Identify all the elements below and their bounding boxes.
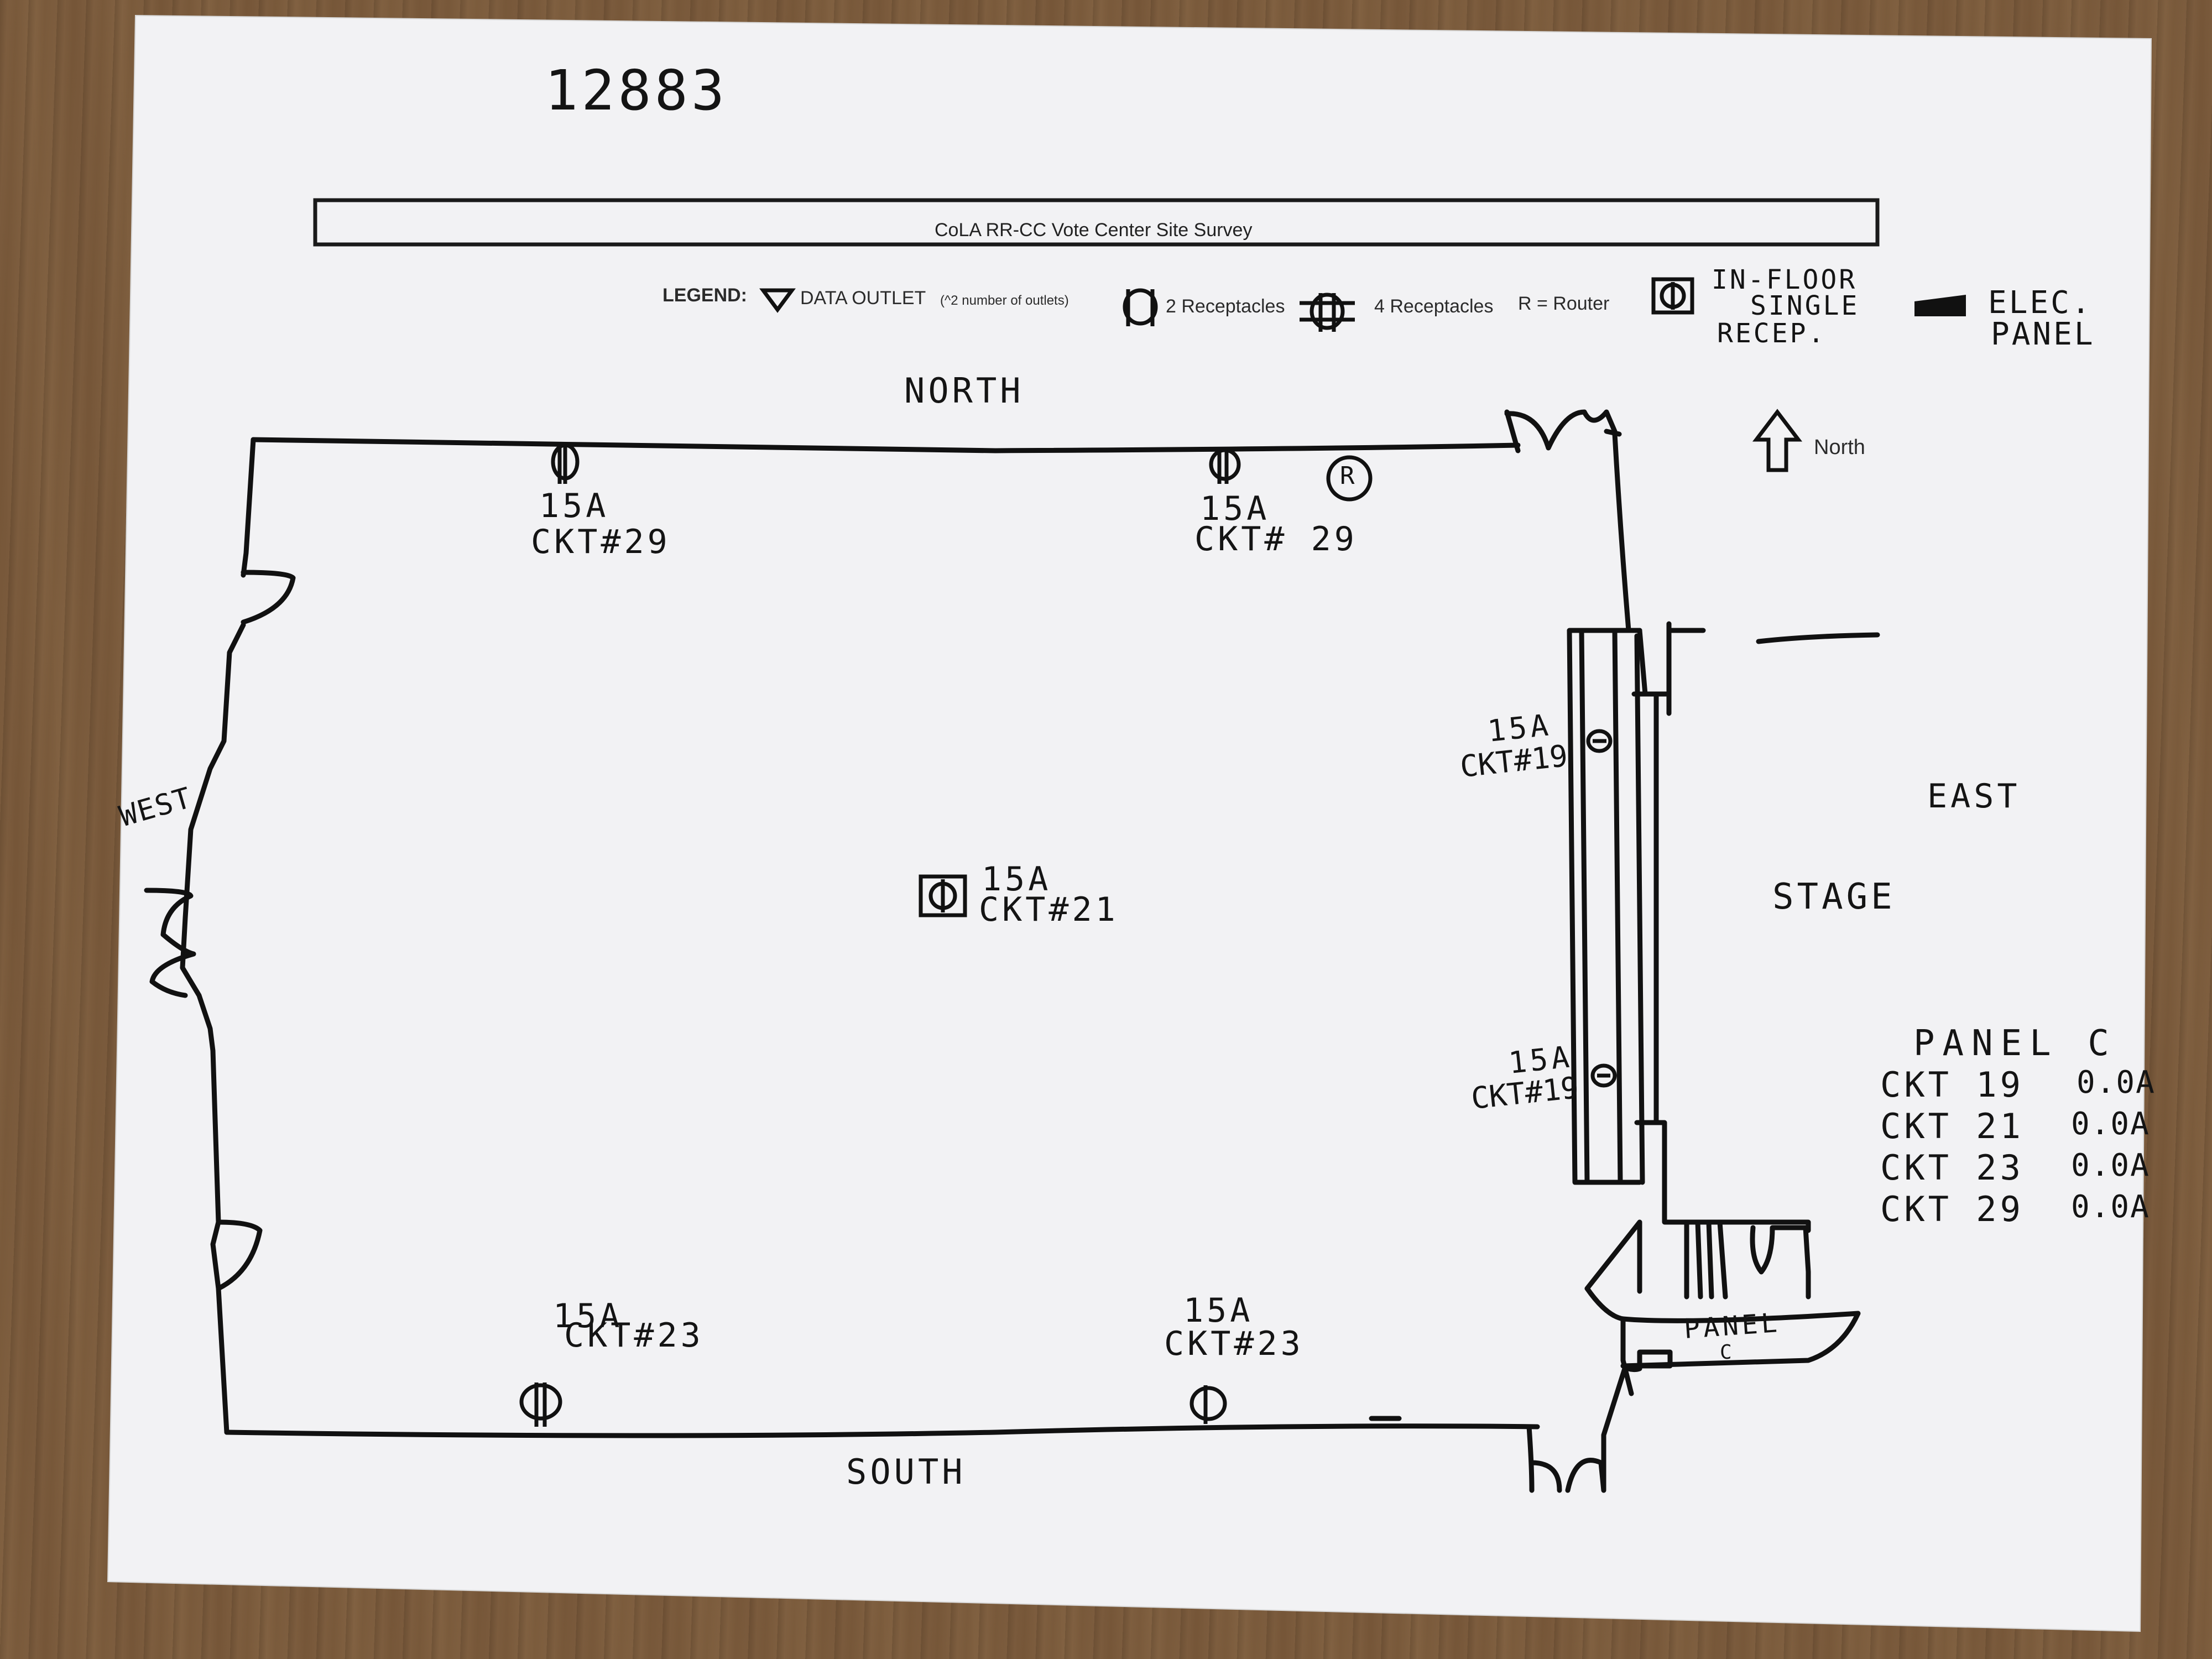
legend-in-floor-line-2: SINGLE [1750,290,1860,321]
legend-router: R = Router [1518,293,1610,314]
legend-label: LEGEND: [662,285,747,306]
east-wall-upper [1612,431,1631,633]
label-east: EAST [1927,777,2021,816]
two-receptacle-symbol-south-left [519,1383,562,1427]
north-wall [251,437,1521,453]
two-receptacle-symbol-east-upper [1586,729,1613,753]
outlet-north-left-amps: 15A [539,487,609,525]
stage-edge [1756,632,1880,644]
outlet-south-right-amps: 15A [1183,1291,1254,1330]
label-north: NORTH [904,371,1024,411]
panel-row-amps: 0.0A [2071,1106,2150,1142]
legend-elec-panel-line-1: ELEC. [1988,285,2093,321]
outlet-south-right-circuit: CKT#23 [1164,1324,1304,1363]
outlet-north-right-circuit: CKT# 29 [1194,520,1358,559]
two-receptacle-symbol-north-right [1209,447,1241,484]
west-door-upper [241,570,296,625]
south-wall [224,1416,1540,1438]
legend-in-floor-line-3: RECEP. [1717,318,1827,349]
legend-data-outlet-note: (^2 number of outlets) [940,293,1069,308]
legend-data-outlet-icon [759,288,796,313]
panel-row-circuit: CKT 19 [1880,1065,2024,1105]
title-bar-box [313,198,1880,247]
router-circle [1326,455,1373,502]
in-floor-single-receptacle-symbol [919,874,967,917]
west-door-middle [144,888,196,998]
two-receptacle-symbol-south-right [1190,1385,1227,1424]
outlet-center-floor-circuit: CKT#21 [979,890,1119,929]
legend-four-receptacles: 4 Receptacles [1374,296,1494,317]
two-receptacle-symbol-north-left [551,442,580,484]
panel-room-label-letter: C [1720,1341,1735,1364]
north-arrow-icon [1752,409,1803,472]
outlet-center-floor-amps: 15A [982,860,1052,899]
legend-elec-panel-line-2: PANEL [1991,316,2095,352]
router-marker: R [1340,462,1355,490]
panel-row-amps: 0.0A [2071,1189,2150,1225]
panel-row-amps: 0.0A [2071,1147,2150,1183]
legend-in-floor-line-1: IN-FLOOR [1712,264,1858,295]
south-east-door [1526,1366,1627,1493]
panel-row-circuit: CKT 21 [1880,1106,2024,1146]
paper-sheet [107,14,2152,1632]
panel-row-circuit: CKT 23 [1880,1147,2024,1188]
panel-row-amps: 0.0A [2077,1065,2156,1100]
panel-table-title: PANEL C [1913,1023,2117,1064]
panel-row-circuit: CKT 29 [1880,1189,2024,1229]
legend-two-receptacles-icon [1123,288,1158,326]
panel-c-marker [1637,1349,1673,1369]
legend-elec-panel-icon [1914,295,1966,316]
legend-in-floor-receptacle-icon [1651,277,1694,315]
document-number: 12883 [545,58,728,123]
east-corridor [1567,628,1645,1185]
north-arrow-label: North [1814,436,1865,459]
label-south: SOUTH [846,1452,966,1492]
west-door-lower [216,1219,263,1291]
legend-two-receptacles: 2 Receptacles [1166,296,1285,317]
outlet-south-left-amps: 15A [553,1297,623,1335]
legend-data-outlet: DATA OUTLET [800,288,926,309]
outlet-north-left-circuit: CKT#29 [531,523,671,561]
outlet-north-right-amps: 15A [1200,489,1270,528]
title-bar-text: CoLA RR-CC Vote Center Site Survey [935,220,1253,241]
outlet-south-left-circuit: CKT#23 [564,1316,704,1355]
legend-four-receptacles-icon [1300,293,1355,332]
west-wall [180,437,256,1435]
east-room-edge [1637,628,1659,1125]
label-stage: STAGE [1772,877,1896,917]
panel-stair [1684,1219,1811,1300]
two-receptacle-symbol-east-lower [1590,1063,1617,1088]
